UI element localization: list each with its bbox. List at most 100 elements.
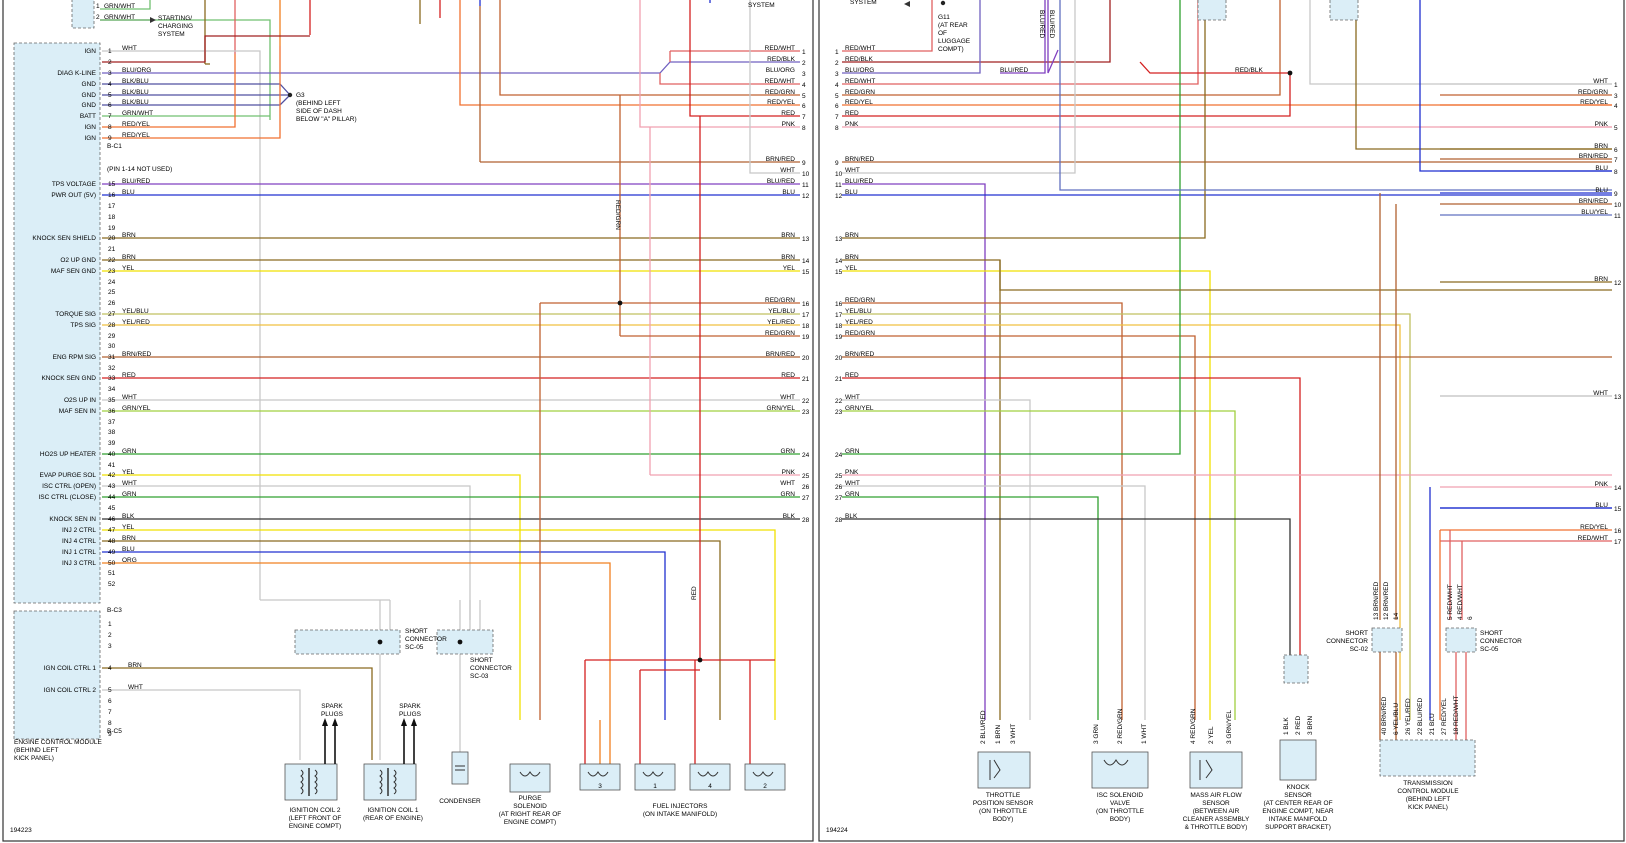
right-wire-label: BLK [783, 513, 796, 520]
ecm-pin-number: 4 [108, 665, 112, 672]
wire [842, 0, 933, 52]
ecm-pin-number: 43 [108, 483, 116, 490]
ecm-pin-number: 31 [108, 354, 116, 361]
wire [1455, 652, 1467, 740]
ecm-wire-color: BRN [122, 232, 136, 239]
ecm-pin-function: TPS VOLTAGE [52, 181, 97, 188]
coil-winding-icon [300, 769, 304, 795]
right-wire-label: BLU/ORG [766, 67, 795, 74]
tcm-pin-label: 22 BLU/RED [1417, 697, 1424, 735]
right-sheet-wire-label: GRN [845, 448, 860, 455]
wire [689, 8, 800, 117]
maf-pin-label: 2 YEL [1208, 726, 1215, 744]
potentiometer-icon [1199, 759, 1213, 780]
right-wire-label: RED/BLK [767, 56, 795, 63]
right-edge-wire-label: WHT [1593, 78, 1608, 85]
top-pin: 1 [96, 3, 100, 10]
ecm-wire-color: BRN [122, 254, 136, 261]
maf-pin-label: 3 GRN/YEL [1226, 710, 1233, 744]
short-connector-sc03 [436, 629, 494, 655]
isc-label: ISC SOLENOID [1097, 792, 1144, 799]
right-wire-label: BRN [781, 254, 795, 261]
knock-sensor [1279, 739, 1317, 781]
right-pin-number: 3 [802, 71, 806, 78]
coil-winding-icon [379, 769, 383, 795]
ecm-pin-number: 41 [108, 462, 116, 469]
fuel-injector [634, 763, 676, 791]
right-edge-pin: 7 [1614, 157, 1618, 164]
right-pin-number: 9 [802, 160, 806, 167]
left-components [13, 0, 786, 801]
right-pin-number: 25 [802, 473, 810, 480]
right-pin-number: 27 [802, 495, 810, 502]
right-wire-label: PNK [782, 469, 796, 476]
right-edge-pin: 6 [1614, 147, 1618, 154]
right-sheet-pin: 15 [835, 269, 843, 276]
right-sheet-wire-label: GRN [845, 491, 860, 498]
ecm-wire-color: RED [122, 372, 136, 379]
knock-location: (AT CENTER REAR OF [1263, 800, 1332, 807]
tcm-pin-label: 27 RED/YEL [1441, 698, 1448, 735]
ecm-wire-color: BRN [122, 535, 136, 542]
g11-location: OF [938, 30, 947, 37]
right-sheet-wire-label: BLK [845, 513, 858, 520]
wire [842, 0, 1199, 85]
right-pin-number: 12 [802, 193, 810, 200]
solenoid-icon [519, 771, 541, 777]
wire [204, 35, 310, 62]
ecm-pin-number: 29 [108, 333, 116, 340]
sc02-pin-label: 13 BRN/RED [1373, 581, 1380, 620]
solenoid-icon [587, 771, 609, 777]
sc03-label: SHORT [470, 657, 493, 664]
vertical-wire-label: BLU/RED [1048, 10, 1055, 38]
right-wire-label: BRN/RED [766, 156, 796, 163]
ecm-pin-number: 27 [108, 311, 116, 318]
ecm-connector-box [13, 42, 101, 604]
wire [1000, 0, 1046, 74]
right-components [904, 0, 1477, 789]
ecm-pin-function: GND [82, 81, 97, 88]
right-pin-number: 15 [802, 269, 810, 276]
sc02-label: CONNECTOR [1326, 638, 1368, 645]
ecm-pin-function: O2S UP IN [64, 397, 96, 404]
right-pin-number: 1 [802, 49, 806, 56]
wire [842, 183, 986, 720]
sc02-label: SHORT [1345, 630, 1368, 637]
ecm-wire-color: RED/YEL [122, 132, 150, 139]
fuel-injector [579, 763, 621, 791]
ecm-location: (BEHIND LEFT [14, 747, 58, 754]
injector-number: 1 [653, 783, 657, 790]
connector-top [1329, 0, 1359, 21]
right-sheet-pin: 9 [835, 160, 839, 167]
ecm-wire-color: YEL [122, 524, 135, 531]
potentiometer-icon [989, 759, 1001, 780]
ecm-pin-function: IGN COIL CTRL 1 [44, 665, 97, 672]
right-sheet-wire-label: RED/BLK [845, 56, 873, 63]
right-sheet-pin: 21 [835, 376, 843, 383]
right-pin-number: 20 [802, 355, 810, 362]
coil-winding-icon [314, 769, 318, 795]
wire [102, 485, 471, 620]
isc-pin-label: 3 GRN [1093, 724, 1100, 744]
top-pin: 2 [96, 14, 100, 21]
right-pin-number: 18 [802, 323, 810, 330]
right-wire-label: WHT [780, 480, 795, 487]
ecm-pin-number: 22 [108, 257, 116, 264]
left-wires [100, 0, 800, 770]
ecm-pin-function: IGN [84, 48, 96, 55]
spark-plug-label: SPARK [321, 703, 343, 710]
top-wire-label: GRN/WHT [104, 14, 135, 21]
ecm-pin-number: 8 [108, 124, 112, 131]
right-edge-wire-label: RED/GRN [1578, 89, 1608, 96]
injector-number: 2 [763, 783, 767, 790]
wire [100, 0, 151, 10]
splice-dot [457, 639, 463, 645]
ecm-pin-number: 47 [108, 527, 116, 534]
right-wire-label: RED/WHT [765, 78, 795, 85]
isc-location: BODY) [1110, 816, 1131, 823]
starting-connector [71, 0, 95, 29]
starting-system-label: STARTING/ [158, 15, 192, 22]
right-edge-wire-label: BRN/RED [1579, 198, 1609, 205]
connector-top [1197, 0, 1227, 21]
sc05-label: CONNECTOR [405, 636, 447, 643]
